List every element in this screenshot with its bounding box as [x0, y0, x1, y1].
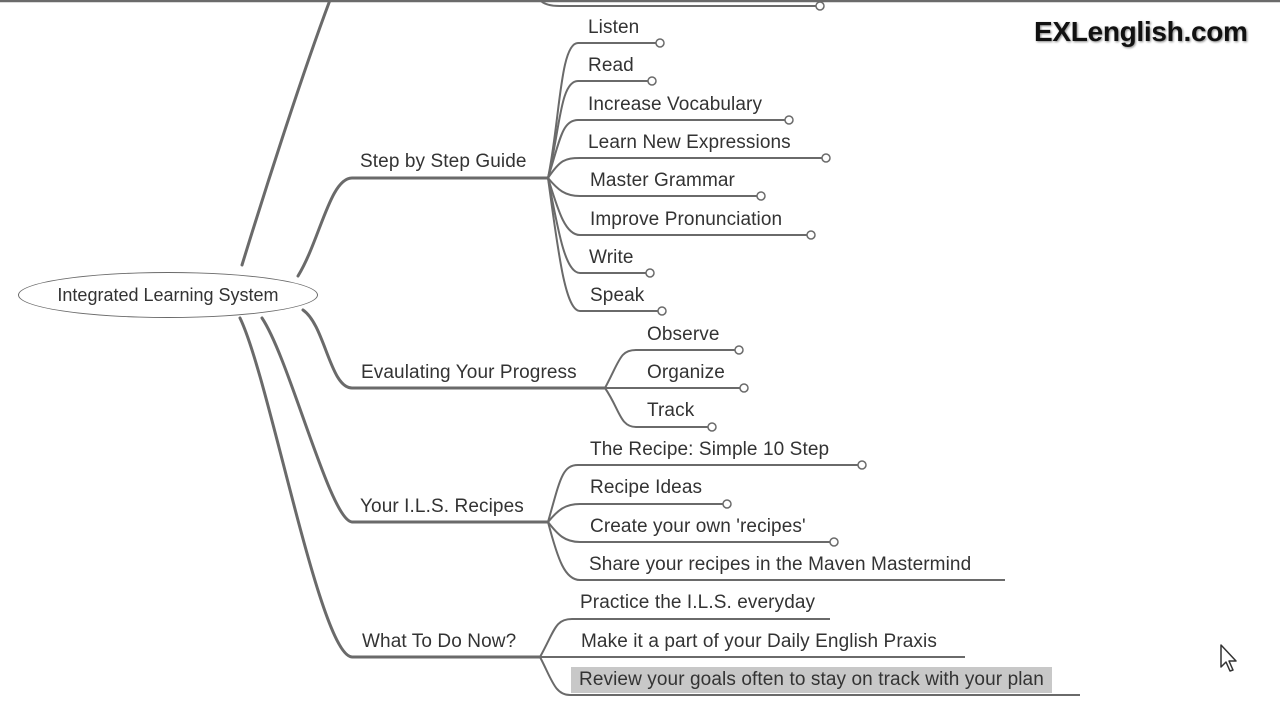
topic-share-recipes-maven[interactable]: Share your recipes in the Maven Mastermi… — [589, 554, 972, 575]
topic-create-your-own-recipes[interactable]: Create your own 'recipes' — [590, 516, 806, 537]
root-node-label: Integrated Learning System — [57, 284, 279, 305]
topic-organize[interactable]: Organize — [647, 362, 725, 383]
topic-track[interactable]: Track — [647, 400, 695, 421]
topic-observe[interactable]: Observe — [647, 324, 720, 345]
topic-review-goals-selected[interactable]: Review your goals often to stay on track… — [571, 667, 1052, 693]
topic-improve-pronunciation[interactable]: Improve Pronunciation — [590, 209, 783, 230]
branch-ils-recipes[interactable]: Your I.L.S. Recipes — [360, 496, 524, 517]
topic-the-recipe[interactable]: The Recipe: Simple 10 Step — [590, 439, 830, 460]
branch-step-by-step-guide[interactable]: Step by Step Guide — [360, 151, 527, 172]
topic-read[interactable]: Read — [588, 55, 634, 76]
topic-recipe-ideas[interactable]: Recipe Ideas — [590, 477, 703, 498]
topic-learn-new-expressions[interactable]: Learn New Expressions — [588, 132, 791, 153]
branch-evaluating-your-progress[interactable]: Evaulating Your Progress — [361, 362, 577, 383]
topic-daily-english-praxis[interactable]: Make it a part of your Daily English Pra… — [581, 631, 937, 652]
topic-master-grammar[interactable]: Master Grammar — [590, 170, 735, 191]
topic-increase-vocabulary[interactable]: Increase Vocabulary — [588, 94, 763, 115]
topic-listen[interactable]: Listen — [588, 17, 640, 38]
topic-speak[interactable]: Speak — [590, 285, 645, 306]
brand-watermark: EXLenglish.com — [1034, 16, 1248, 47]
topic-write[interactable]: Write — [589, 247, 634, 268]
branch-what-to-do-now[interactable]: What To Do Now? — [362, 631, 517, 652]
root-node[interactable]: Integrated Learning System — [18, 272, 318, 318]
mouse-cursor-icon — [1220, 644, 1237, 672]
topic-practice-everyday[interactable]: Practice the I.L.S. everyday — [580, 592, 816, 613]
